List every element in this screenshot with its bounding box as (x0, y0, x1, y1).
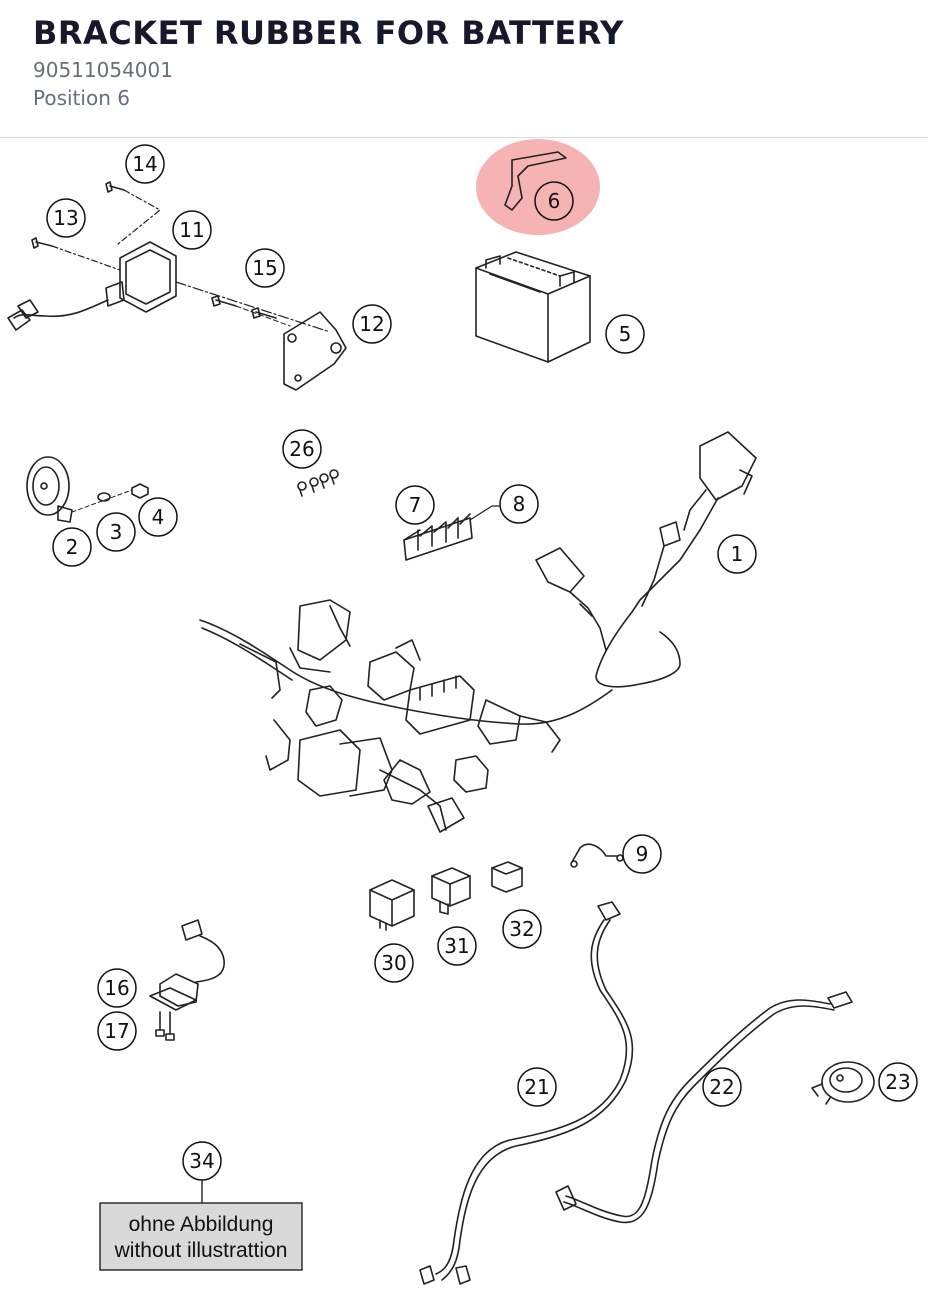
callout-31[interactable]: 31 (437, 926, 477, 966)
part-2-horn[interactable] (26, 456, 73, 523)
part-11-regulator[interactable] (7, 241, 177, 331)
callout-3[interactable]: 3 (96, 512, 136, 552)
part-5-battery[interactable] (475, 251, 591, 363)
svg-text:14: 14 (132, 152, 157, 176)
callout-16[interactable]: 16 (97, 968, 137, 1008)
part-31-relay[interactable] (431, 867, 471, 915)
svg-text:21: 21 (524, 1075, 549, 1099)
callout-34[interactable]: 34 (182, 1141, 222, 1181)
part-title: BRACKET RUBBER FOR BATTERY (33, 14, 624, 52)
callout-8[interactable]: 8 (499, 484, 539, 524)
part-4-nut[interactable] (131, 483, 149, 499)
svg-text:30: 30 (381, 951, 406, 975)
part-7-fuse-holder[interactable] (403, 513, 473, 561)
svg-text:31: 31 (444, 934, 469, 958)
page-header: BRACKET RUBBER FOR BATTERY 90511054001 P… (0, 0, 928, 138)
svg-text:34: 34 (189, 1149, 214, 1173)
callout-2[interactable]: 2 (52, 527, 92, 567)
svg-text:13: 13 (53, 206, 78, 230)
callout-26[interactable]: 26 (282, 429, 322, 469)
svg-text:32: 32 (509, 917, 534, 941)
svg-text:4: 4 (152, 505, 165, 529)
callout-7[interactable]: 7 (395, 485, 435, 525)
part-21-cable[interactable] (419, 901, 634, 1285)
note-line-german: ohne Abbildung (129, 1213, 274, 1236)
callout-1[interactable]: 1 (717, 534, 757, 574)
svg-text:5: 5 (619, 322, 632, 346)
part-number: 90511054001 (33, 58, 173, 82)
svg-text:2: 2 (66, 535, 79, 559)
part-1-wiring-harness[interactable] (199, 431, 757, 833)
callout-4[interactable]: 4 (138, 497, 178, 537)
callout-22[interactable]: 22 (702, 1067, 742, 1107)
part-12-mounting-plate[interactable] (283, 311, 347, 391)
callout-11[interactable]: 11 (172, 210, 212, 250)
part-14-bolt[interactable] (105, 181, 125, 193)
part-17-screws[interactable] (155, 1011, 175, 1041)
svg-text:11: 11 (179, 218, 204, 242)
part-13-bolt[interactable] (31, 237, 53, 249)
part-26-terminals[interactable] (297, 469, 339, 497)
part-3-washer[interactable] (97, 492, 111, 502)
callout-9[interactable]: 9 (622, 834, 662, 874)
callout-17[interactable]: 17 (97, 1011, 137, 1051)
svg-text:3: 3 (110, 520, 123, 544)
svg-text:26: 26 (289, 437, 314, 461)
highlight-marker (476, 139, 600, 235)
part-23-horn[interactable] (811, 1061, 875, 1105)
svg-text:8: 8 (513, 492, 526, 516)
callout-5[interactable]: 5 (605, 314, 645, 354)
callout-12[interactable]: 12 (352, 304, 392, 344)
svg-text:22: 22 (709, 1075, 734, 1099)
callout-13[interactable]: 13 (46, 198, 86, 238)
callout-23[interactable]: 23 (878, 1062, 918, 1102)
callout-32[interactable]: 32 (502, 909, 542, 949)
part-16-sensor[interactable] (149, 919, 225, 1011)
svg-text:17: 17 (104, 1019, 129, 1043)
callout-14[interactable]: 14 (125, 144, 165, 184)
callout-6[interactable]: 6 (534, 181, 574, 221)
part-6-bracket-rubber[interactable] (504, 151, 567, 211)
part-position: Position 6 (33, 86, 130, 110)
part-15-screws[interactable] (211, 295, 277, 319)
svg-text:7: 7 (409, 493, 422, 517)
exploded-parts-diagram: 14 13 11 15 12 6 5 26 7 8 4 3 2 1 9 32 3… (7, 139, 918, 1285)
callout-30[interactable]: 30 (374, 943, 414, 983)
svg-text:6: 6 (548, 189, 561, 213)
callout-15[interactable]: 15 (245, 248, 285, 288)
part-30-relay[interactable] (369, 879, 415, 931)
svg-text:15: 15 (252, 256, 277, 280)
svg-text:12: 12 (359, 312, 384, 336)
note-line-english: without illustrattion (114, 1239, 288, 1262)
part-32-relay[interactable] (491, 861, 523, 893)
part-9-ground-cable[interactable] (570, 843, 624, 868)
svg-text:1: 1 (731, 542, 744, 566)
svg-text:23: 23 (885, 1070, 910, 1094)
part-22-cable[interactable] (555, 991, 853, 1224)
callout-21[interactable]: 21 (517, 1067, 557, 1107)
svg-text:16: 16 (104, 976, 129, 1000)
note-box-without-illustration: ohne Abbildung without illustrattion (99, 1202, 303, 1271)
svg-text:9: 9 (636, 842, 649, 866)
